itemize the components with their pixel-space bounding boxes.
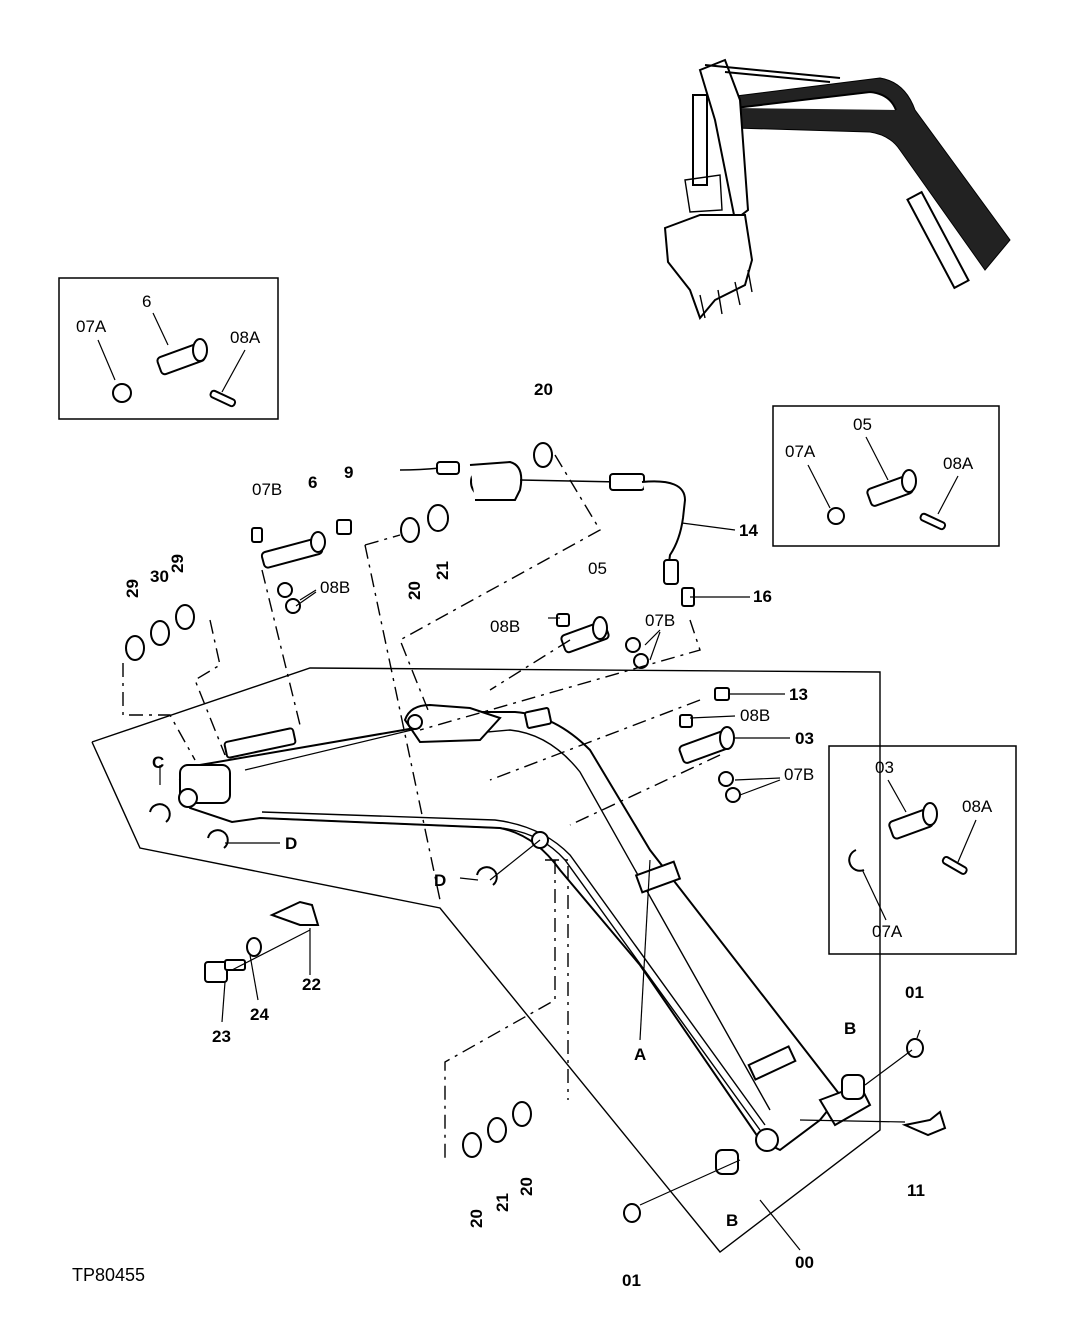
grease-fitting-icon: [714, 687, 730, 701]
callout-16: 16: [753, 587, 772, 606]
callout-21: 21: [433, 561, 452, 580]
retainer-label: 07A: [872, 922, 903, 941]
pin-label: 6: [142, 292, 151, 311]
clip-c-icon: [149, 803, 171, 823]
retainer-clip-icon: [112, 383, 132, 403]
end-cap-icon: [906, 1038, 924, 1058]
callout-07b: 07B: [252, 480, 282, 499]
bolt-icon: [204, 959, 246, 983]
retainer-clip-icon: [725, 787, 741, 803]
boom-arm-icon: [178, 703, 872, 1152]
callout-b: B: [844, 1019, 856, 1038]
plate-icon: [269, 900, 320, 926]
callout-01: 01: [905, 983, 924, 1002]
washer-icon: [400, 517, 420, 543]
spring-pin-icon: [679, 714, 693, 728]
pin-icon: [888, 802, 938, 840]
retainer-clip-icon: [277, 582, 293, 598]
grease-fitting-icon: [901, 1110, 947, 1137]
callout-08b: 08B: [740, 706, 770, 725]
washer-icon: [462, 1132, 482, 1158]
washer-icon: [150, 620, 170, 646]
washer-icon: [246, 937, 262, 957]
end-cap-icon: [623, 1203, 641, 1223]
retainer-clip-icon: [633, 653, 649, 669]
callout-05: 05: [588, 559, 607, 578]
retainer-label: 07A: [785, 442, 816, 461]
retainer-clip-icon: [285, 598, 301, 614]
grease-fitting-icon: [336, 519, 352, 535]
callout-14: 14: [739, 521, 758, 540]
retainer-clip-icon: [848, 849, 865, 872]
callout-d: D: [434, 871, 446, 890]
callout-03: 03: [795, 729, 814, 748]
callout-c: C: [152, 753, 164, 772]
washer-icon: [487, 1117, 507, 1143]
callout-08b: 08B: [320, 578, 350, 597]
inset-box-pin-05: 05 07A 08A: [772, 405, 1000, 547]
washer-icon: [175, 604, 195, 630]
figure-id: TP80455: [72, 1265, 145, 1285]
callout-23: 23: [212, 1027, 231, 1046]
washer-icon: [512, 1101, 532, 1127]
spring-pin-label: 08A: [962, 797, 993, 816]
callout-00: 00: [795, 1253, 814, 1272]
clip-d-icon: [476, 866, 498, 886]
callout-13: 13: [789, 685, 808, 704]
callout-07b: 07B: [784, 765, 814, 784]
callout-30: 30: [150, 567, 169, 586]
inset-box-pin-6: 6 07A 08A: [58, 277, 279, 420]
retainer-clip-icon: [625, 637, 641, 653]
spring-pin-icon: [251, 527, 263, 543]
spring-pin-label: 08A: [230, 328, 261, 347]
callout-d: D: [285, 834, 297, 853]
callout-07b: 07B: [645, 611, 675, 630]
inset-box-pin-03: 03 07A 08A: [828, 745, 1017, 955]
callout-9: 9: [344, 463, 353, 482]
callout-21: 21: [493, 1193, 512, 1212]
callout-29: 29: [123, 579, 142, 598]
pin-icon: [156, 338, 208, 376]
spring-pin-icon: [209, 389, 237, 408]
callout-b: B: [726, 1211, 738, 1230]
spring-pin-label: 08A: [943, 454, 974, 473]
callout-22: 22: [302, 975, 321, 994]
spring-pin-icon: [941, 856, 968, 875]
retainer-clip-icon: [718, 771, 734, 787]
washer-icon: [427, 504, 449, 532]
callout-08b: 08B: [490, 617, 520, 636]
clip-d-icon: [207, 829, 229, 849]
callout-20: 20: [534, 380, 553, 399]
callout-11: 11: [907, 1181, 925, 1200]
retainer-label: 07A: [76, 317, 107, 336]
callout-20: 20: [517, 1177, 536, 1196]
retainer-clip-icon: [827, 507, 845, 525]
callout-6: 6: [308, 473, 317, 492]
pin-label: 05: [853, 415, 872, 434]
spring-pin-icon: [556, 613, 570, 627]
callout-20: 20: [405, 581, 424, 600]
callout-24: 24: [250, 1005, 269, 1024]
callout-29: 29: [168, 554, 187, 573]
washer-icon: [125, 635, 145, 661]
pin-label: 03: [875, 758, 894, 777]
bushing-icon: [841, 1074, 865, 1100]
callout-a: A: [634, 1045, 646, 1064]
excavator-boom-overview-icon: [663, 58, 1011, 320]
callout-20: 20: [467, 1209, 486, 1228]
callout-01: 01: [622, 1271, 641, 1290]
spring-pin-icon: [919, 512, 947, 531]
pin-icon: [866, 469, 917, 507]
washer-icon: [533, 442, 553, 468]
